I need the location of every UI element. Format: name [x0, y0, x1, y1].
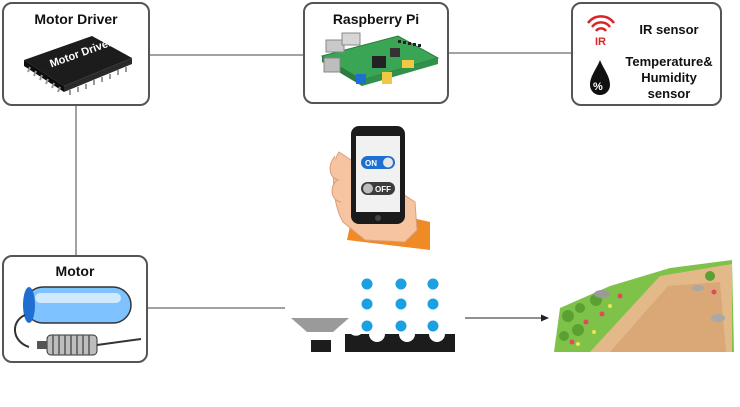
motor-driver-box: Motor Driver Motor Driver: [2, 2, 150, 106]
toggle-on-label: ON: [365, 159, 377, 168]
ir-icon-text: IR: [595, 36, 606, 47]
humidity-drop-icon: %: [590, 60, 610, 95]
motor-box: Motor: [2, 255, 148, 363]
temperature-humidity-label: Temperature& Humidity sensor: [625, 54, 713, 101]
humidity-icon-text: %: [593, 81, 603, 93]
ir-sensor-label: IR sensor: [639, 22, 699, 37]
raspberry-pi-box: Raspberry Pi: [303, 2, 449, 104]
raspberry-pi-board-icon: [320, 32, 440, 86]
raspberry-pi-title: Raspberry Pi: [332, 11, 420, 27]
motor-title: Motor: [55, 263, 95, 279]
toggle-off-label: OFF: [375, 185, 391, 194]
arrow-head: [541, 314, 549, 322]
ir-sensor-icon: IR: [586, 15, 616, 47]
motor-driver-chip-icon: Motor Driver: [24, 36, 132, 95]
smartphone-hand-icon: ON OFF: [329, 126, 430, 250]
farm-field-icon: [554, 260, 734, 352]
motor-pump-icon: [14, 286, 142, 356]
sensors-box: IR IR sensor % Temperature& Humidity sen…: [571, 2, 722, 106]
motor-driver-title: Motor Driver: [34, 11, 118, 27]
sprinkler-icon: [291, 278, 455, 352]
